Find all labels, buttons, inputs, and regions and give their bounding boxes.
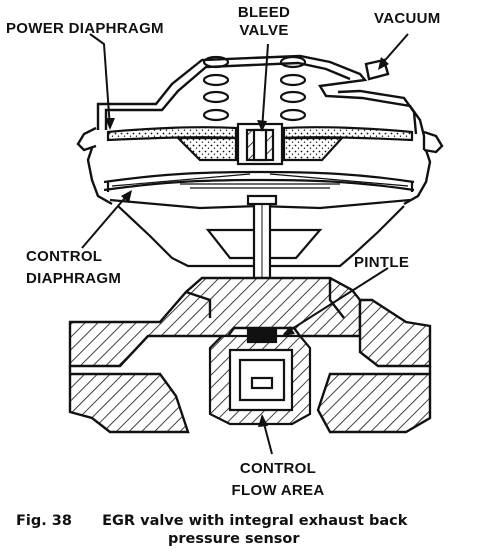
diaphragm-springs [202, 55, 307, 122]
label-control-flow-area: CONTROL FLOW AREA [222, 460, 334, 500]
upper-housing [96, 54, 426, 150]
caption-figure-number: Fig. 38 [16, 513, 72, 529]
caption-line2: pressure sensor [168, 531, 300, 547]
leader-pintle [283, 267, 389, 335]
caption-title-line1: EGR valve with integral exhaust back [102, 513, 408, 529]
label-bleed-valve-line2: VALVE [239, 22, 289, 39]
valve-seat [208, 328, 312, 426]
label-pintle: PINTLE [354, 254, 410, 271]
label-power-diaphragm: POWER DIAPHRAGM [6, 20, 164, 37]
leader-control-diaphragm [81, 191, 131, 249]
label-bleed-valve: BLEED VALVE [234, 4, 294, 40]
bleed-valve [236, 122, 284, 166]
label-vacuum: VACUUM [374, 10, 441, 27]
valve-body [68, 276, 432, 368]
exhaust-passage [68, 366, 432, 434]
label-bleed-valve-line1: BLEED [237, 4, 291, 21]
control-diaphragm [103, 170, 415, 192]
label-control-flow-area-line1: CONTROL [239, 460, 317, 477]
leader-bleed-valve [261, 43, 269, 131]
label-control-diaphragm: CONTROL DIAPHRAGM [26, 248, 121, 288]
figure-caption: Fig. 38 EGR valve with integral exhaust … [16, 512, 490, 548]
caption-line1: Fig. 38 EGR valve with integral exhaust … [16, 512, 490, 530]
label-control-diaphragm-line1: CONTROL [26, 248, 103, 265]
leader-power-diaphragm [89, 33, 111, 129]
leader-arrowheads [105, 57, 389, 427]
label-control-diaphragm-line2: DIAPHRAGM [26, 270, 122, 287]
label-control-flow-area-line2: FLOW AREA [231, 482, 325, 499]
housing-flange [76, 126, 444, 206]
power-diaphragm [106, 126, 414, 162]
